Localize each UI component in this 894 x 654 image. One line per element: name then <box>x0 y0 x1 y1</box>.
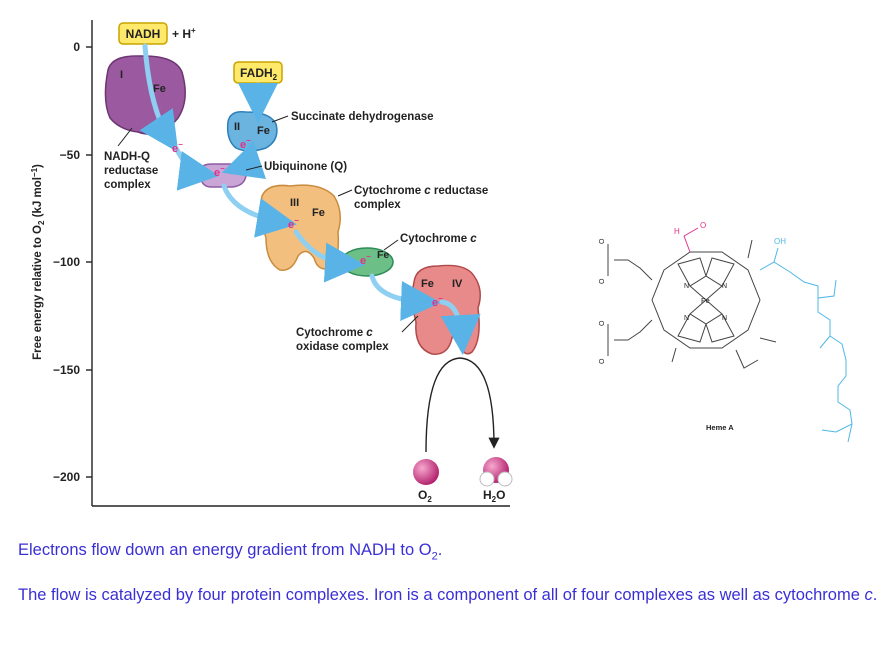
electron-label: e− <box>240 136 251 151</box>
y-tick-label: −50 <box>60 148 81 162</box>
complex-IV-fe: Fe <box>421 278 434 290</box>
o2-label: O2 <box>418 488 432 504</box>
y-tick-label: −150 <box>53 363 80 377</box>
y-tick-label: −100 <box>53 255 80 269</box>
fadh2-box: FADH2 <box>233 61 283 84</box>
nadh-label: NADH <box>126 27 161 41</box>
h2o-hydrogen <box>479 471 495 487</box>
caption-line-1: Electrons flow down an energy gradient f… <box>18 541 443 563</box>
ubiquinone-label: Ubiquinone (Q) <box>264 161 347 173</box>
caption-line-2: The flow is catalyzed by four protein co… <box>18 586 878 604</box>
heme-aldehyde-h: H <box>674 227 680 236</box>
heme-n: N <box>722 283 727 290</box>
fadh2-label: FADH2 <box>240 66 278 82</box>
y-tick-label: 0 <box>73 40 80 54</box>
complex-III-numeral: III <box>290 197 299 209</box>
complex-III-fe: Fe <box>312 207 325 219</box>
complex-I-fe: Fe <box>153 83 166 95</box>
heme-n: N <box>684 315 689 322</box>
heme-a-labels: H O OH Fe N N N N O O O O Heme A <box>599 221 786 432</box>
h2o-label: H2O <box>483 488 505 504</box>
complex-II-numeral: II <box>234 121 240 133</box>
heme-n: N <box>684 283 689 290</box>
o2-molecule <box>413 459 439 485</box>
y-axis-label: Free energy relative to O2 (kJ mol−1) <box>30 164 46 360</box>
electron-transport-diagram: 0 −50 −100 −150 −200 Free energy relativ… <box>30 20 853 507</box>
complex-I-numeral: I <box>120 69 123 81</box>
electron-label: e− <box>214 164 225 179</box>
complex-II: II Fe <box>226 110 278 152</box>
y-tick-label: −200 <box>53 470 80 484</box>
heme-o-minus: O <box>599 358 606 364</box>
heme-o: O <box>599 320 606 326</box>
y-axis: 0 −50 −100 −150 −200 Free energy relativ… <box>30 20 510 507</box>
succinate-label: Succinate dehydrogenase <box>291 111 434 123</box>
electron-label: e− <box>432 294 443 309</box>
heme-aldehyde-o: O <box>700 221 706 230</box>
heme-fe: Fe <box>701 296 710 305</box>
cytochrome-c-fe: Fe <box>377 249 389 261</box>
complex-IV-numeral: IV <box>452 278 463 290</box>
complex-II-fe: Fe <box>257 125 270 137</box>
heme-o-minus: O <box>599 278 606 284</box>
heme-n: N <box>722 315 727 322</box>
heme-a-structure <box>607 227 853 443</box>
h-plus-label: + H+ <box>172 26 196 41</box>
electron-label: e− <box>288 216 299 231</box>
electron-label: e− <box>360 252 371 267</box>
electron-flow-arrows <box>139 43 481 355</box>
h2o-hydrogen <box>497 471 513 487</box>
nadh-box: NADH + H+ <box>118 22 196 45</box>
electron-label: e− <box>172 140 183 155</box>
heme-o: O <box>599 238 606 244</box>
cytochrome-c-label: Cytochrome c <box>400 233 477 245</box>
heme-title: Heme A <box>706 423 734 432</box>
electron-labels: e− e− e− e− e− e− <box>172 136 443 309</box>
heme-hydroxyl: OH <box>774 237 786 246</box>
oxygen-reduction: O2 H2O <box>413 357 513 504</box>
complex-IV: Fe IV <box>411 264 481 355</box>
